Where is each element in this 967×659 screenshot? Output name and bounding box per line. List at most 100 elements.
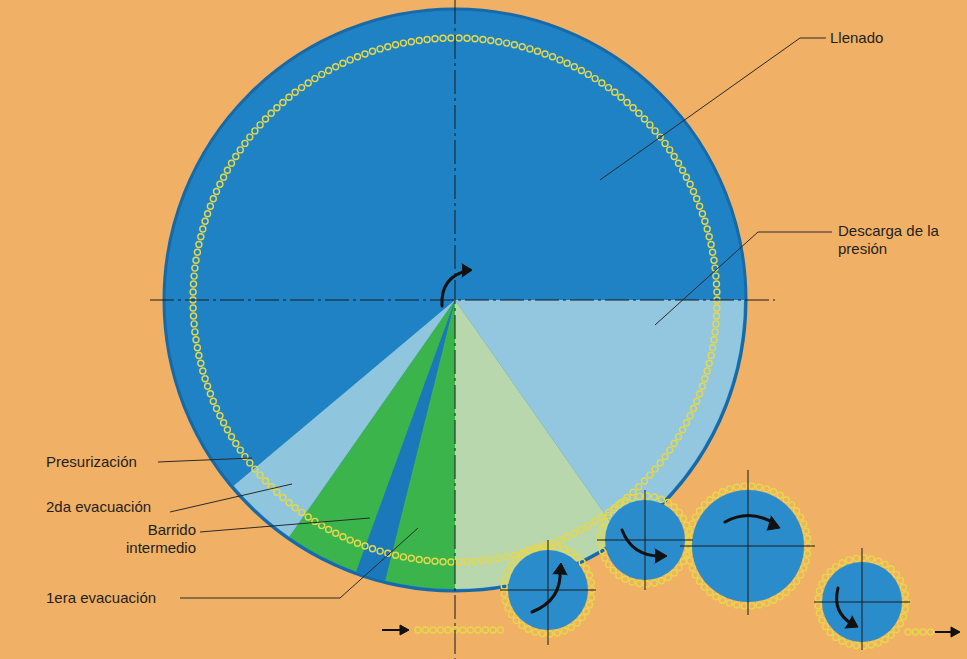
bottle-dot (568, 625, 574, 631)
bottle-dot (385, 44, 391, 50)
bottle-dot (789, 584, 795, 590)
bottle-dot (756, 602, 762, 608)
bottle-dot (651, 494, 657, 500)
rotation-arrows (442, 264, 858, 628)
bottle-dot (340, 60, 346, 66)
bottle-dot (676, 160, 682, 166)
bottle-dot (583, 566, 589, 572)
bottle-dot (853, 555, 859, 561)
bottle-dot (588, 580, 594, 586)
bottle-dot (347, 57, 353, 63)
bottle-dot (190, 305, 196, 311)
bottle-dot (756, 484, 762, 490)
bottle-dot (710, 345, 716, 351)
bottle-dot (676, 565, 682, 571)
bottle-dot (839, 638, 845, 644)
bottle-dot (699, 211, 705, 217)
bottle-dot (229, 434, 235, 440)
bottle-dot (789, 502, 795, 508)
bottle-dot (217, 413, 223, 419)
bottle-dot (741, 483, 747, 489)
bottle-dot (592, 76, 598, 82)
bottle-dot (598, 541, 604, 547)
bottle-dot (592, 518, 598, 524)
bottle-dot (882, 637, 888, 643)
bottle-dot (606, 512, 612, 518)
bottle-dot (280, 100, 286, 106)
crosshairs (150, 0, 910, 659)
bottle-dot (713, 321, 719, 327)
bottle-dot (424, 37, 430, 43)
bottle-dot (706, 234, 712, 240)
bottle-dot (741, 603, 747, 609)
bottle-dot (697, 578, 703, 584)
bottle-dot (579, 615, 585, 621)
bottle-dot (504, 40, 510, 46)
bottle-dot (901, 584, 907, 590)
bottle-dot (257, 472, 263, 478)
bottle-dot (205, 211, 211, 217)
bottle-dot (480, 37, 486, 43)
bottle-dot (727, 600, 733, 606)
bottle-dot (299, 85, 305, 91)
bottle-dot (192, 329, 198, 335)
bottle-dot (798, 514, 804, 520)
bottle-dot (502, 576, 508, 582)
bottle-dot (636, 484, 642, 490)
bottle-dot (280, 495, 286, 501)
bottle-dot (846, 557, 852, 563)
bottle-dot (438, 627, 444, 633)
bottle-dot (274, 105, 280, 111)
bottle-dot (362, 51, 368, 57)
bottle-dot (571, 64, 577, 70)
bottle-dot (610, 567, 616, 573)
bottle-dot (488, 557, 494, 563)
bottle-dot (355, 54, 361, 60)
bottle-dot (764, 600, 770, 606)
bottle-dot (823, 574, 829, 580)
bottle-dot (400, 554, 406, 560)
bottle-dot (771, 489, 777, 495)
bottle-dot (624, 100, 630, 106)
bottle-dot (242, 140, 248, 146)
bottle-dot (704, 368, 710, 374)
bottle-dot (694, 196, 700, 202)
bottle-dot (319, 523, 325, 529)
bottle-dot (893, 571, 899, 577)
process-sector (455, 300, 621, 589)
bottle-dot (585, 523, 591, 529)
bottle-dot (472, 36, 478, 42)
bottle-dot (568, 550, 574, 556)
bottle-dot (902, 592, 908, 598)
bottle-dot (602, 519, 608, 525)
bottle-dot (221, 174, 227, 180)
bottle-dot (714, 281, 720, 287)
bottle-dot (268, 110, 274, 116)
bottle-dot (501, 591, 507, 597)
bottle-dot (527, 46, 533, 52)
bottle-dot (680, 167, 686, 173)
bottle-dot (720, 597, 726, 603)
bottle-dot (571, 530, 577, 536)
bottle-dot (207, 203, 213, 209)
bottle-dot (875, 558, 881, 564)
bottle-dot (658, 496, 664, 502)
bottle-dot (734, 602, 740, 608)
bottle-dot (292, 505, 298, 511)
bottle-dot (803, 528, 809, 534)
bottle-dot (699, 383, 705, 389)
bottle-dot (683, 420, 689, 426)
bottle-dot (312, 518, 318, 524)
bottle-dot (692, 514, 698, 520)
bottle-dot (642, 116, 648, 122)
bottle-dot (196, 242, 202, 248)
bottle-dot (574, 554, 580, 560)
bottle-dot (801, 565, 807, 571)
bottle-dot (299, 509, 305, 515)
bottle-dot (764, 486, 770, 492)
flow-arrows (382, 625, 960, 637)
bottle-dot (686, 536, 692, 542)
bottle-dot (680, 516, 686, 522)
bottle-dot (445, 627, 451, 633)
bottle-dot (599, 80, 605, 86)
